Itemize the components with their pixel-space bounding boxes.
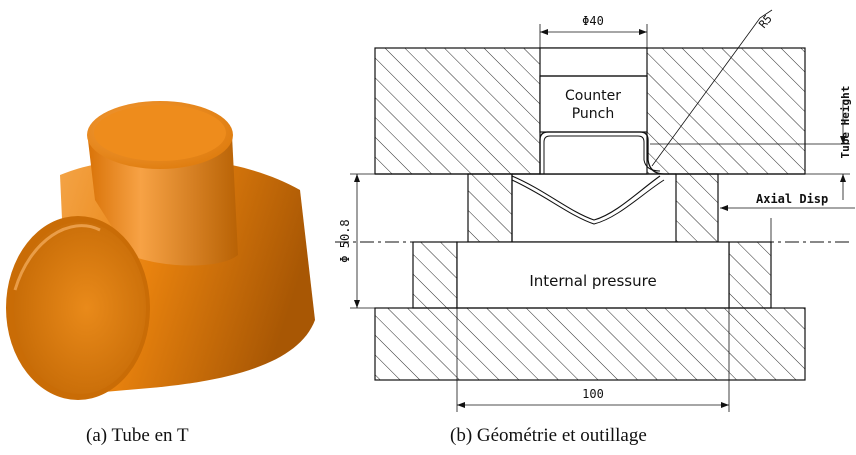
label-internal-pressure: Internal pressure bbox=[529, 272, 656, 290]
axial-disp-arrow bbox=[720, 205, 855, 242]
dim-punch-diameter bbox=[539, 24, 648, 48]
label-counter-punch-line1: Counter bbox=[565, 88, 621, 104]
tooling-drawing-panel: Φ40 R5 Tube Height Counter Punch Axial D… bbox=[330, 0, 856, 455]
caption-b: (b) Géométrie et outillage bbox=[450, 425, 647, 446]
bulged-tube-profile bbox=[512, 131, 676, 175]
dim-radius-label: R5 bbox=[756, 12, 774, 31]
caption-a: (a) Tube en T bbox=[86, 425, 189, 446]
upper-left-die-block bbox=[467, 173, 513, 243]
dim-tube-height bbox=[650, 100, 850, 200]
lower-right-die-block bbox=[728, 241, 772, 309]
dim-punch-diameter-label: Φ40 bbox=[582, 14, 604, 28]
upper-right-die-block bbox=[675, 173, 719, 243]
label-counter-punch-line2: Punch bbox=[572, 106, 615, 122]
counter-punch bbox=[539, 75, 648, 133]
dim-length-label: 100 bbox=[582, 387, 604, 401]
tooling-drawing: Φ40 R5 Tube Height Counter Punch Axial D… bbox=[335, 9, 855, 412]
lower-die bbox=[374, 307, 806, 381]
lower-left-die-block bbox=[412, 241, 458, 309]
internal-pressure-region bbox=[456, 241, 730, 309]
label-axial-disp: Axial Disp bbox=[756, 192, 828, 206]
dim-length bbox=[456, 308, 730, 412]
tube-3d-image bbox=[6, 101, 315, 400]
dim-tube-diameter-label: Φ 50.8 bbox=[338, 219, 352, 262]
label-tube-height: Tube Height bbox=[839, 86, 852, 159]
tube-illustration-panel: (a) Tube en T bbox=[0, 0, 330, 446]
dim-tube-diameter bbox=[350, 173, 375, 309]
